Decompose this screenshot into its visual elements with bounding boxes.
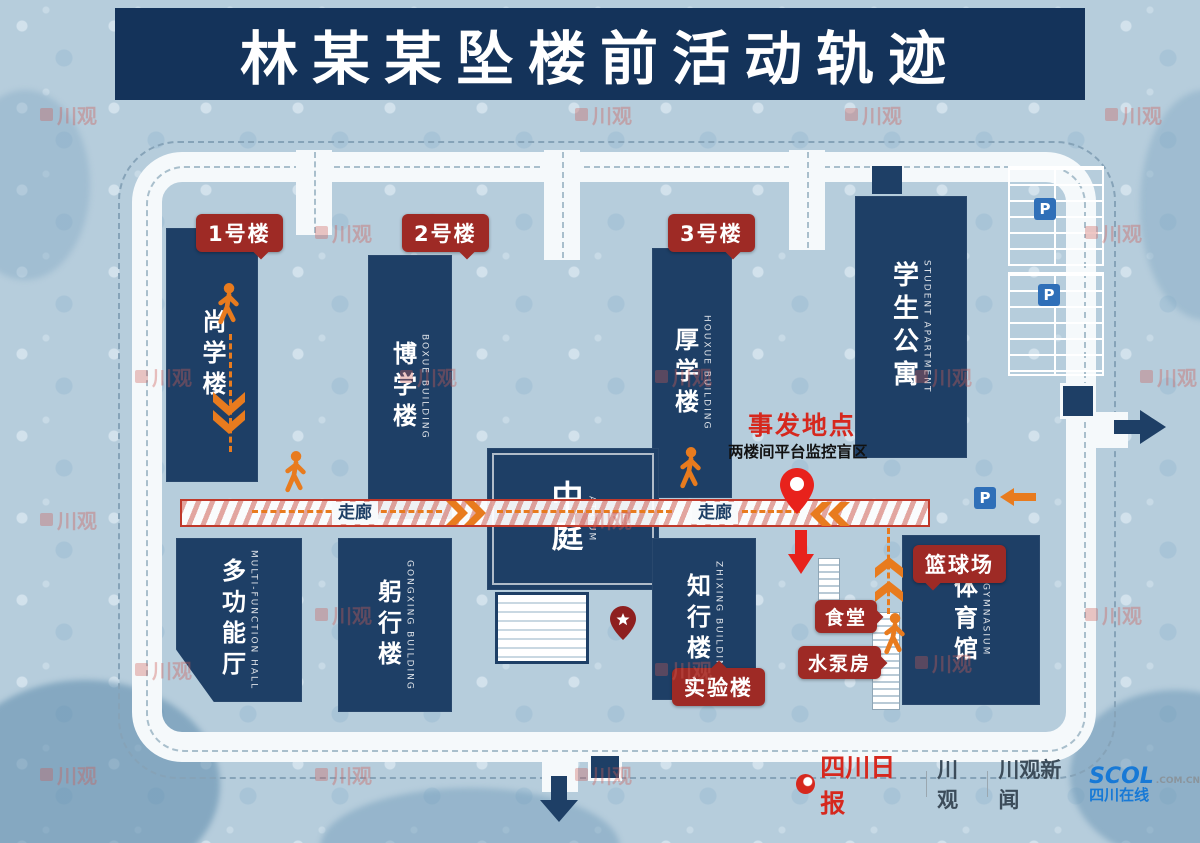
building-name: 躬行楼 bbox=[373, 578, 402, 672]
trajectory-segment bbox=[742, 510, 800, 513]
building-name: 多功能厅 bbox=[217, 558, 246, 682]
title-banner: 林某某坠楼前活动轨迹 bbox=[115, 8, 1085, 100]
building-name-en: HOUXUE BUILDING bbox=[701, 315, 712, 431]
building-name: 知行楼 bbox=[682, 572, 711, 666]
callout-lab-building: 实验楼 bbox=[672, 668, 765, 706]
small-structure bbox=[588, 753, 622, 781]
sichuan-daily-icon bbox=[796, 774, 816, 794]
star-marker-icon bbox=[610, 606, 636, 640]
walking-person-icon bbox=[878, 612, 910, 656]
watermark-logo-icon bbox=[40, 513, 53, 526]
ring-road-centerline bbox=[146, 166, 1086, 752]
walking-person-icon bbox=[212, 282, 244, 326]
sichuan-daily-label: 四川日报 bbox=[820, 753, 896, 818]
trajectory-segment bbox=[497, 510, 672, 513]
building-name: 体育馆 bbox=[949, 573, 978, 667]
chevron-down-icon bbox=[212, 390, 246, 436]
exit-arrow-south-icon bbox=[540, 776, 578, 822]
corridor-label-left: 走廊 bbox=[332, 502, 378, 524]
building-boxue: 博学楼 BOXUE BUILDING bbox=[368, 255, 452, 519]
incident-title: 事发地点 bbox=[748, 411, 857, 440]
exit-arrow-east-icon bbox=[1114, 408, 1166, 446]
callout-basketball-court: 篮球场 bbox=[913, 545, 1006, 583]
chuanguan-news-logo: 川观新闻 bbox=[998, 758, 1062, 812]
watermark-logo-icon bbox=[1105, 108, 1118, 121]
building-name: 博学楼 bbox=[388, 340, 417, 434]
trajectory-segment bbox=[229, 334, 232, 452]
water-blob bbox=[1140, 90, 1200, 320]
parking-badge: P bbox=[974, 487, 996, 509]
building-name: 厚学楼 bbox=[670, 326, 699, 420]
chevron-right-icon bbox=[444, 500, 490, 526]
watermark: 川观 bbox=[1105, 100, 1162, 129]
building-name-en: BOXUE BUILDING bbox=[419, 334, 430, 440]
footer-logos: 四川日报 川观 川观新闻 SCOL .COM.CN 四川在线 bbox=[796, 748, 1200, 820]
corridor-label-right: 走廊 bbox=[692, 502, 738, 524]
building-student-apartment: 学生公寓 STUDENT APARTMENT bbox=[855, 196, 967, 458]
atrium-steps bbox=[495, 592, 589, 664]
chevron-up-icon bbox=[874, 556, 904, 606]
building-name-en: MULTI-FUNCTION HALL bbox=[248, 549, 259, 691]
parking-grid bbox=[1008, 166, 1104, 266]
watermark: 川观 bbox=[845, 100, 902, 129]
watermark: 川观 bbox=[40, 505, 97, 534]
road-connector bbox=[296, 150, 332, 235]
chevron-left-icon bbox=[806, 501, 852, 527]
parking-badge: P bbox=[1034, 198, 1056, 220]
watermark: 川观 bbox=[575, 100, 632, 129]
watermark-logo-icon bbox=[575, 108, 588, 121]
small-structure bbox=[872, 166, 902, 194]
trajectory-segment bbox=[887, 528, 890, 614]
building-multifunction-hall: 多功能厅 MULTI-FUNCTION HALL bbox=[176, 538, 302, 702]
watermark: 川观 bbox=[1140, 362, 1197, 391]
callout-canteen: 食堂 bbox=[815, 600, 878, 633]
chuanguan-logo: 川观 bbox=[937, 758, 959, 812]
footer-divider bbox=[926, 771, 928, 797]
callout-building-2: 2号楼 bbox=[402, 214, 489, 252]
building-name: 学生公寓 bbox=[888, 261, 919, 393]
road-connector bbox=[544, 150, 580, 260]
page-title: 林某某坠楼前活动轨迹 bbox=[239, 25, 960, 93]
callout-pump-room: 水泵房 bbox=[798, 646, 882, 679]
incident-subtitle: 两楼间平台监控盲区 bbox=[728, 443, 868, 461]
building-name-en: STUDENT APARTMENT bbox=[921, 260, 932, 394]
callout-building-1: 1号楼 bbox=[196, 214, 283, 252]
scol-wordmark: SCOL bbox=[1089, 763, 1154, 789]
callout-building-3: 3号楼 bbox=[668, 214, 755, 252]
incident-arrow-down-icon bbox=[788, 530, 814, 574]
building-shangxue: 尚学楼 bbox=[166, 228, 258, 482]
walking-person-icon bbox=[279, 450, 311, 494]
building-name-en: ZHIXING BUILDING bbox=[713, 560, 724, 678]
scol-domain: .COM.CN bbox=[1155, 775, 1200, 786]
water-blob bbox=[0, 90, 90, 280]
watermark-logo-icon bbox=[1140, 370, 1153, 383]
parking-badge: P bbox=[1038, 284, 1060, 306]
footer-divider bbox=[987, 771, 989, 797]
road-connector bbox=[789, 150, 825, 250]
watermark-logo-icon bbox=[845, 108, 858, 121]
building-name-en: GONGXING BUILDING bbox=[404, 559, 415, 691]
building-gongxing: 躬行楼 GONGXING BUILDING bbox=[338, 538, 452, 712]
sichuan-daily-logo: 四川日报 bbox=[796, 748, 916, 820]
sichuan-online-label: 四川在线 bbox=[1089, 785, 1150, 804]
scol-logo: SCOL .COM.CN 四川在线 bbox=[1089, 763, 1200, 804]
walking-person-icon bbox=[674, 446, 706, 490]
small-structure bbox=[1060, 383, 1096, 419]
arrow-left-icon bbox=[1000, 487, 1036, 507]
incident-pin-icon bbox=[780, 468, 814, 514]
building-name-en: GYMNASIUM bbox=[980, 583, 991, 657]
